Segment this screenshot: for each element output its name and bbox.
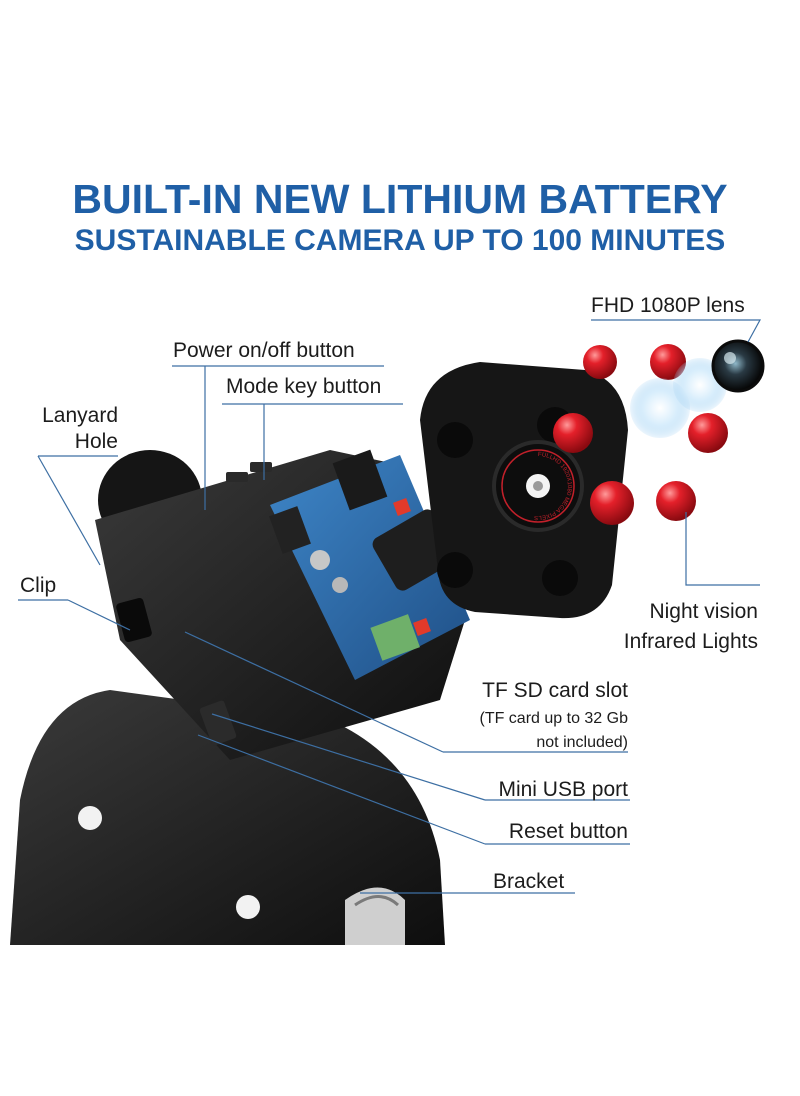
- callout-lanyard-line2: Hole: [74, 430, 118, 453]
- headline-title: BUILT-IN NEW LITHIUM BATTERY: [72, 176, 728, 222]
- callout-bracket: Bracket: [493, 870, 565, 893]
- callout-reset-button: Reset button: [508, 820, 628, 843]
- callout-lanyard-line1: Lanyard: [42, 404, 118, 427]
- callout-tf-slot: TF SD card slot: [482, 679, 628, 702]
- callout-mini-usb: Mini USB port: [498, 778, 628, 801]
- camera-lens-icon: [711, 339, 765, 393]
- callout-night-vision-line2: Infrared Lights: [623, 630, 758, 653]
- callout-tf-note-line2: not included): [536, 734, 628, 751]
- callout-power-button: Power on/off button: [173, 339, 355, 362]
- leader-lines: [18, 319, 762, 894]
- callout-tf-note-line1: (TF card up to 32 Gb: [479, 710, 628, 727]
- callout-mode-key: Mode key button: [226, 375, 382, 398]
- infrared-leds: [553, 344, 728, 525]
- callout-fhd-lens: FHD 1080P lens: [591, 294, 745, 317]
- headline-subtitle: SUSTAINABLE CAMERA UP TO 100 MINUTES: [74, 224, 726, 257]
- callout-clip: Clip: [20, 574, 57, 597]
- callout-night-vision-line1: Night vision: [649, 600, 758, 623]
